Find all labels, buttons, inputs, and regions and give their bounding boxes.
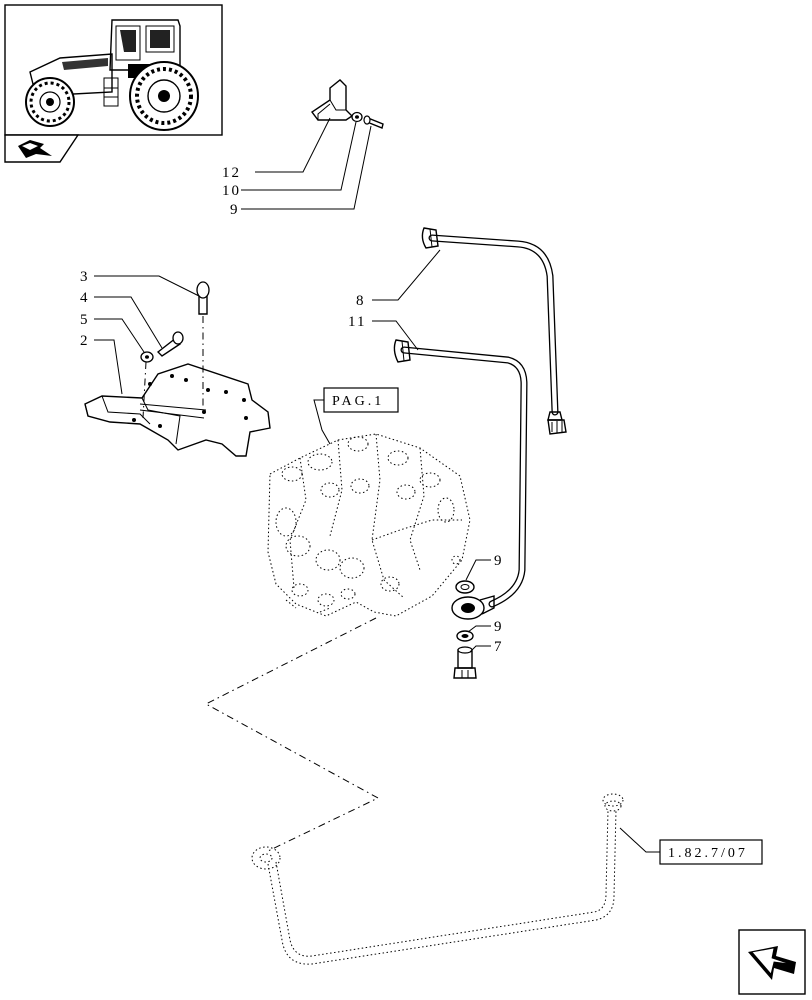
washer-9-lower — [456, 630, 474, 642]
lower-pipe — [251, 793, 624, 965]
screw-3 — [196, 281, 210, 315]
callout-9-lower: 9 — [494, 619, 504, 635]
screw-9-top — [363, 115, 384, 129]
callout-7: 7 — [494, 639, 504, 655]
pipe-8 — [421, 227, 567, 435]
callout-9-top: 9 — [230, 202, 240, 218]
screw-4 — [156, 331, 184, 357]
callout-8: 8 — [356, 293, 366, 309]
back-arrow-icon[interactable] — [4, 134, 80, 163]
washer-9-upper — [455, 580, 475, 594]
callout-12: 12 — [222, 165, 241, 181]
washer-10 — [351, 111, 363, 123]
callout-2: 2 — [80, 333, 90, 349]
callout-5: 5 — [80, 312, 90, 328]
mounting-plate-2 — [84, 363, 271, 457]
tractor-thumbnail-icon[interactable] — [4, 4, 223, 136]
callout-4: 4 — [80, 290, 90, 306]
next-page-arrow-icon[interactable] — [738, 929, 806, 995]
ref-box-pag1[interactable]: PAG.1 — [323, 387, 399, 413]
callout-10: 10 — [222, 183, 241, 199]
banjo-bolt-7 — [453, 646, 477, 679]
callout-9-upper: 9 — [494, 553, 504, 569]
svg-text:PAG.1: PAG.1 — [332, 394, 384, 409]
pipe-11 — [393, 339, 528, 620]
washer-5 — [140, 351, 154, 363]
bracket-12 — [310, 79, 354, 121]
callout-11: 11 — [348, 314, 366, 330]
callout-3: 3 — [80, 269, 90, 285]
control-valve-block — [267, 433, 471, 617]
svg-text:1.82.7/07: 1.82.7/07 — [668, 846, 748, 861]
ref-box-1-82-7-07[interactable]: 1.82.7/07 — [659, 839, 763, 865]
